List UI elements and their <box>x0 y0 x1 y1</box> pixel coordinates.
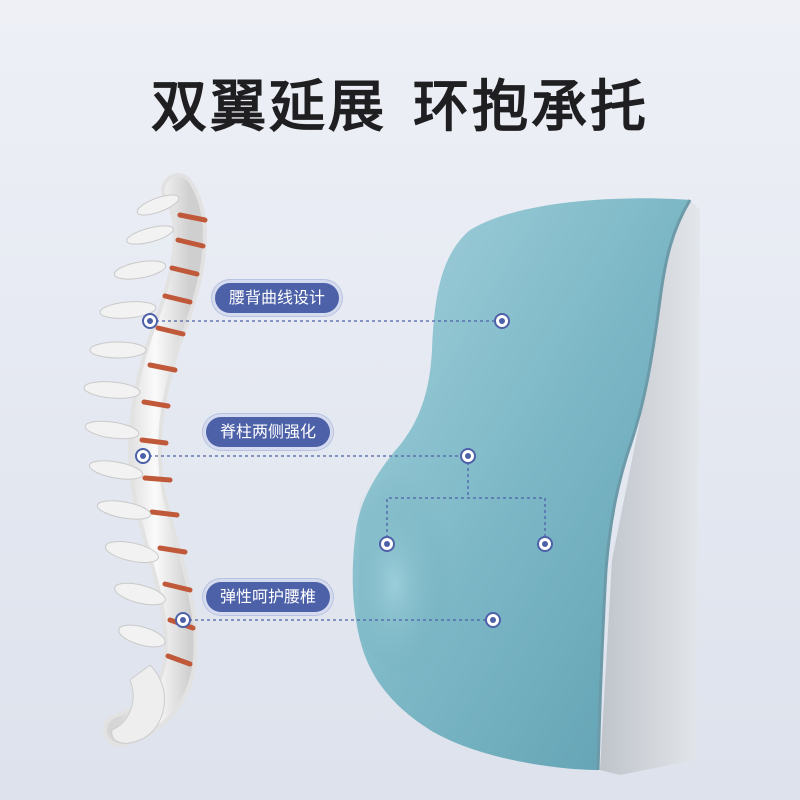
callout-dot-icon <box>460 448 476 464</box>
callout-dot-icon <box>379 536 395 552</box>
callout-dot-icon <box>494 313 510 329</box>
headline-left: 双翼延展 <box>151 75 387 140</box>
headline: 双翼延展环抱承托 <box>0 62 800 143</box>
callout-label-curve: 腰背曲线设计 <box>215 283 340 313</box>
spine-illustration <box>83 173 208 747</box>
callout-label-lumbar: 弹性呵护腰椎 <box>206 582 331 612</box>
callout-dot-icon <box>142 313 158 329</box>
callout-dot-icon <box>537 536 553 552</box>
callout-dots <box>135 313 553 628</box>
callout-label-spine: 脊柱两侧强化 <box>206 417 331 447</box>
callout-dot-icon <box>175 612 191 628</box>
callout-dot-icon <box>135 448 151 464</box>
headline-right: 环抱承托 <box>413 75 649 140</box>
callout-dot-icon <box>485 612 501 628</box>
cushion-side <box>600 200 700 775</box>
